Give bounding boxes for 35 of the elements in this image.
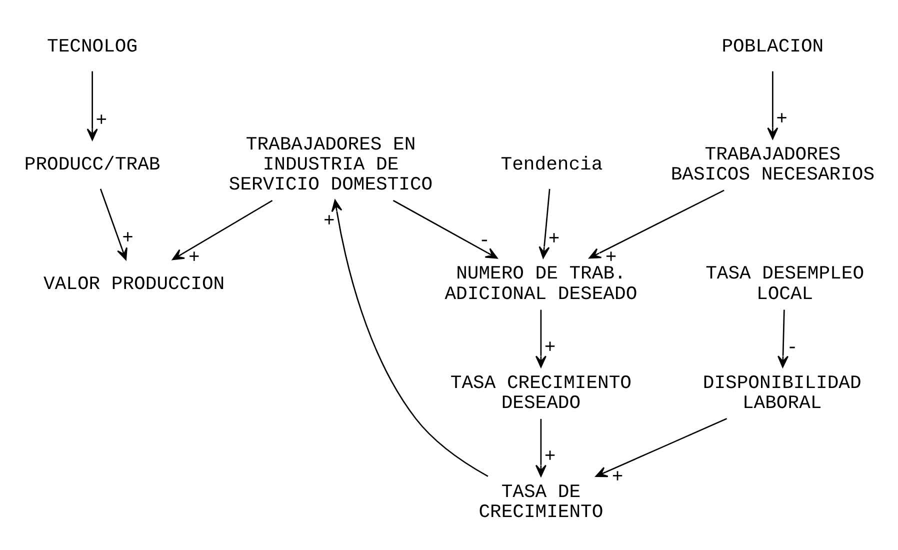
arrow	[595, 418, 728, 478]
arrow	[588, 190, 724, 259]
arrow	[777, 310, 789, 368]
edge-label: +	[544, 446, 556, 468]
edge-label: +	[612, 466, 624, 488]
node-text: TRABAJADORES EN INDUSTRIA DE SERVICIO DOMESTICO	[228, 133, 433, 196]
node-text: Tendencia	[500, 154, 603, 176]
node-text: TASA DESEMPLEO LOCAL	[706, 262, 864, 305]
node-text: DISPONIBILIDAD LABORAL	[702, 372, 862, 414]
node-text: TASA CRECIMIENTO DESEADO	[450, 372, 632, 414]
edge-label: +	[324, 210, 335, 232]
node-text: TRABAJADORES BASICOS NECESARIOS	[670, 143, 875, 186]
arrow	[100, 188, 128, 260]
edge-label: +	[122, 226, 134, 249]
edge-label: +	[544, 336, 556, 358]
edge-label: +	[188, 246, 200, 268]
node-text: NUMERO DE TRAB. ADICIONAL DESEADO	[444, 262, 638, 305]
edge-label: -	[786, 336, 798, 359]
arrow	[538, 188, 550, 258]
arrow	[767, 71, 778, 140]
edge-label: +	[96, 109, 108, 132]
edge-label: -	[478, 230, 490, 252]
node-text: TECNOLOG	[47, 36, 138, 58]
edge-label: +	[548, 228, 560, 250]
node-text: VALOR PRODUCCION	[44, 272, 225, 295]
arrow	[172, 200, 273, 260]
node-text: POBLACION	[722, 36, 824, 58]
arrow	[331, 200, 488, 477]
node-text: TASA DE CRECIMIENTO	[478, 480, 604, 524]
arrow	[535, 310, 546, 368]
edge-label: +	[776, 108, 788, 130]
arrow	[392, 200, 498, 259]
arrow	[535, 418, 546, 477]
node-text: PRODUCC/TRAB	[24, 154, 160, 176]
arrow	[86, 71, 98, 141]
